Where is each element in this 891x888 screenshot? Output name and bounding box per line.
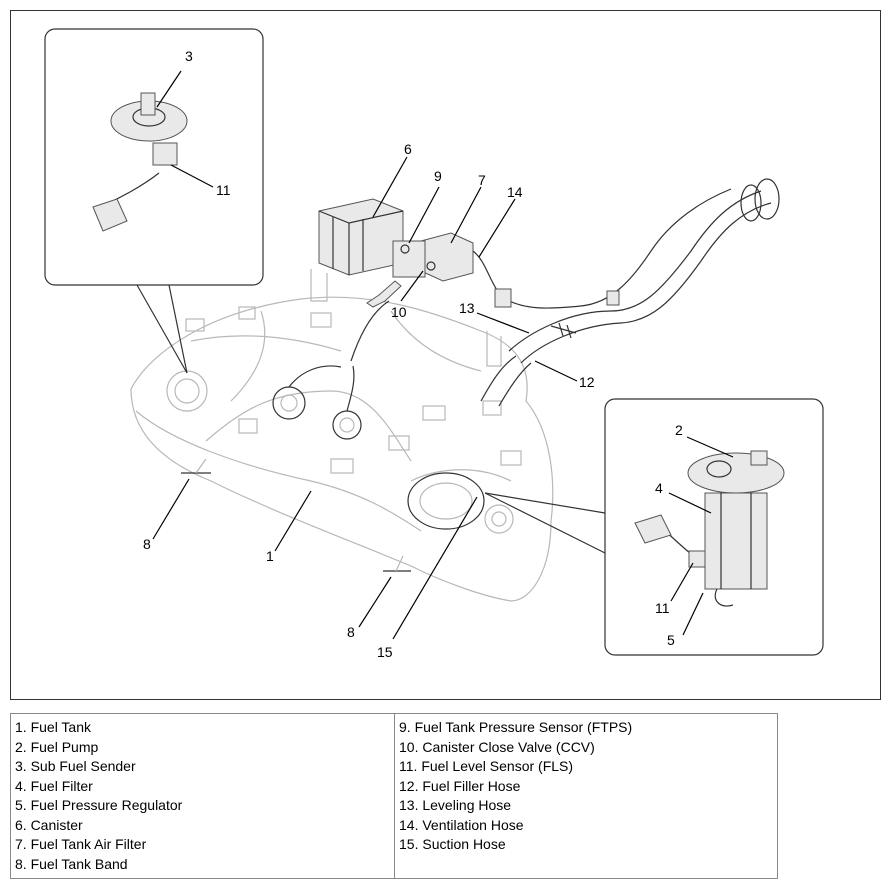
legend-item: 6. Canister xyxy=(15,816,83,833)
legend-item: 9. Fuel Tank Pressure Sensor (FTPS) xyxy=(399,719,633,735)
legend-item: 8. Fuel Tank Band xyxy=(15,855,128,872)
legend-item: 3. Sub Fuel Sender xyxy=(15,758,136,774)
callout-7: 7 xyxy=(478,172,486,188)
callout-6: 6 xyxy=(404,141,412,157)
fuel-pump-flange xyxy=(407,472,514,534)
parts-legend-table: 1. Fuel Tank 2. Fuel Pump 3. Sub Fuel Se… xyxy=(10,713,778,879)
legend-item: 1. Fuel Tank xyxy=(15,719,92,735)
callout-15: 15 xyxy=(377,644,393,660)
fuel-tank-air-filter xyxy=(420,232,474,282)
canister xyxy=(318,198,404,276)
callout-2: 2 xyxy=(675,422,683,438)
fuel-system-diagram: 3 11 6 9 7 14 10 13 12 8 1 8 15 2 4 11 5 xyxy=(10,10,881,700)
sub-sender-flange xyxy=(166,370,208,412)
fuel-filler-hose xyxy=(480,178,780,407)
ventilation-hose xyxy=(472,188,732,309)
leader-lines xyxy=(152,70,734,640)
diagram-canvas: 3 11 6 9 7 14 10 13 12 8 1 8 15 2 4 11 5 xyxy=(44,28,824,660)
callout-11-pump: 11 xyxy=(655,600,670,616)
callout-5: 5 xyxy=(667,632,675,648)
legend-column-left: 1. Fuel Tank 2. Fuel Pump 3. Sub Fuel Se… xyxy=(11,714,395,878)
legend-column-right: 9. Fuel Tank Pressure Sensor (FTPS) 10. … xyxy=(395,714,777,878)
legend-item: 5. Fuel Pressure Regulator xyxy=(15,797,183,813)
fuel-tank xyxy=(130,269,554,602)
callout-14: 14 xyxy=(507,184,523,200)
fuel-tank-band-right xyxy=(383,555,411,572)
legend-item: 10. Canister Close Valve (CCV) xyxy=(399,738,595,755)
legend-item: 11. Fuel Level Sensor (FLS) xyxy=(399,758,574,774)
callout-9: 9 xyxy=(434,168,442,184)
legend-item: 4. Fuel Filter xyxy=(15,777,93,794)
callout-13: 13 xyxy=(459,300,475,316)
callout-11-inset: 11 xyxy=(216,182,231,198)
legend-item: 15. Suction Hose xyxy=(399,836,506,852)
callout-12: 12 xyxy=(579,374,595,390)
callout-8-left: 8 xyxy=(143,536,151,552)
legend-item: 7. Fuel Tank Air Filter xyxy=(15,836,147,852)
legend-item: 13. Leveling Hose xyxy=(399,797,512,813)
callout-8-right: 8 xyxy=(347,624,355,640)
ccv-ftps-block xyxy=(392,240,436,278)
callout-3: 3 xyxy=(185,48,193,64)
callout-10: 10 xyxy=(391,304,407,320)
sub-fuel-sender-inset xyxy=(44,28,264,374)
callout-4: 4 xyxy=(655,480,663,496)
fuel-tank-band-left xyxy=(181,458,211,474)
legend-item: 2. Fuel Pump xyxy=(15,738,99,755)
legend-item: 14. Ventilation Hose xyxy=(399,816,524,833)
fuel-pump-inset xyxy=(484,398,824,656)
legend-item: 12. Fuel Filler Hose xyxy=(399,777,521,794)
callout-1: 1 xyxy=(266,548,274,564)
